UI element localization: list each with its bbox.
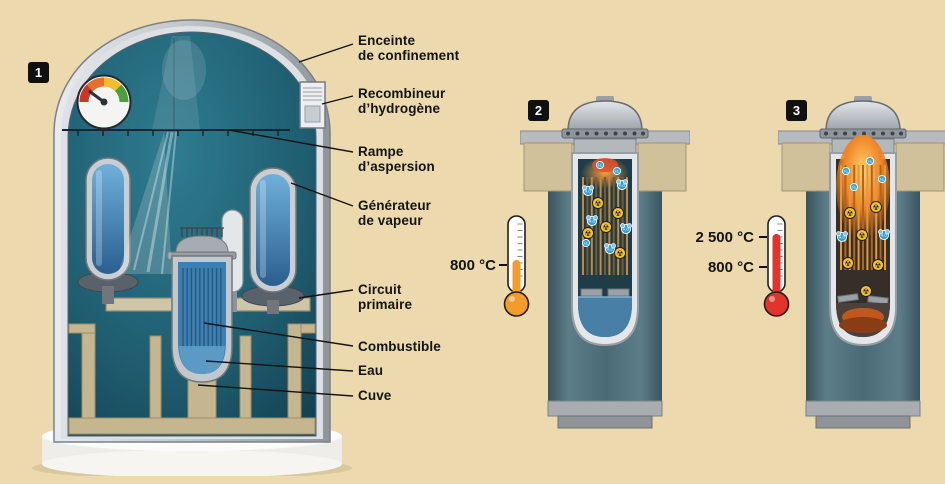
thermometer-panel2 (503, 215, 530, 317)
corium-melt (836, 303, 890, 337)
vessel-dome (819, 96, 907, 139)
label-cuve: Cuve (358, 388, 392, 403)
concrete-block-left (523, 142, 573, 192)
hydrogen-recombiner-unit (299, 81, 326, 129)
label-enceinte-confinement: Enceinte de confinement (358, 33, 460, 64)
thermometer-panel3 (763, 215, 790, 317)
temperature-panel3-high: 2 500 °C (695, 229, 754, 246)
label-combustible: Combustible (358, 339, 441, 354)
label-circuit-primaire: Circuit primaire (358, 282, 413, 313)
concrete-block-right (637, 142, 687, 192)
thermometer-bulb (503, 291, 530, 317)
step-badge-3: 3 (786, 100, 807, 121)
thermometer-bulb (763, 291, 790, 317)
temp-tick-panel2 (499, 264, 507, 266)
temperature-panel3-low: 800 °C (707, 259, 754, 276)
control-rod-drives (180, 227, 224, 237)
reactor-vessel (167, 227, 237, 383)
pressure-gauge (76, 74, 132, 130)
concrete-block-right (895, 142, 945, 192)
step-badge-2: 2 (528, 100, 549, 121)
water-spray (118, 36, 206, 275)
temperature-panel2: 800 °C (449, 257, 496, 274)
thermometer-column (772, 234, 781, 300)
vessel-dome (561, 96, 649, 139)
temp-tick-panel3-low (759, 266, 767, 268)
reactor-vessel-panel2: ☢ H₂O H₂ (520, 96, 690, 429)
label-eau: Eau (358, 363, 384, 378)
label-recombineur-hydrogene: Recombineur d’hydrogène (358, 86, 446, 117)
concrete-block-left (781, 142, 831, 192)
core-support-plates (580, 288, 630, 297)
vessel-water-pool (578, 297, 632, 337)
steam-generator-right (241, 167, 305, 314)
broken-support-plates (837, 293, 889, 305)
temp-tick-panel3-high (759, 236, 767, 238)
label-rampe-aspersion: Rampe d’aspersion (358, 144, 435, 175)
vessel-head (175, 235, 229, 253)
overheated-fuel-rods (840, 165, 886, 270)
step-badge-1: 1 (28, 62, 49, 83)
label-generateur-vapeur: Générateur de vapeur (358, 198, 432, 229)
containment-building-illustration (32, 19, 352, 476)
thermometer-column (512, 260, 521, 300)
steam-generator-left (77, 157, 139, 304)
reactor-vessel-panel3: ☢ H₂O H₂ (778, 96, 945, 429)
